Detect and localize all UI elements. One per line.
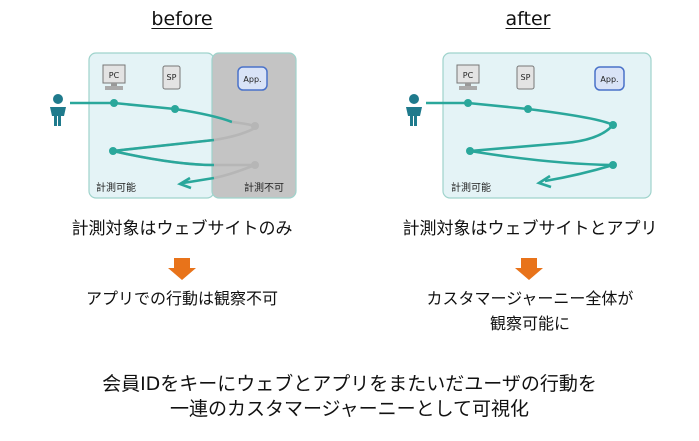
after-heading: after bbox=[505, 8, 551, 30]
before-app-icon: App. bbox=[237, 66, 268, 91]
before-sp-icon: SP bbox=[162, 65, 181, 90]
summary: 会員IDをキーにウェブとアプリをまたいだユーザの行動を 一連のカスタマージャーニ… bbox=[0, 372, 699, 422]
after-touchpoint-pc bbox=[464, 99, 472, 107]
after-result: カスタマージャーニー全体が 観察可能に bbox=[370, 286, 690, 336]
after-user-icon bbox=[406, 94, 422, 126]
summary-line2: 一連のカスタマージャーニーとして可視化 bbox=[169, 398, 530, 420]
after-path-arrowhead bbox=[535, 174, 552, 189]
after-touchpoint-web bbox=[466, 147, 474, 155]
before-app-label: App. bbox=[243, 75, 261, 84]
after-sp-icon: SP bbox=[516, 65, 535, 90]
before-touchpoint-app-2 bbox=[251, 161, 259, 169]
before-touchpoint-app-1 bbox=[251, 122, 259, 130]
before-pc-label: PC bbox=[109, 71, 120, 80]
before-path-web-2 bbox=[112, 149, 215, 167]
before-user-icon bbox=[50, 94, 66, 126]
before-touchpoint-pc bbox=[110, 99, 118, 107]
after-pc-icon: PC bbox=[456, 64, 480, 90]
after-sp-label: SP bbox=[521, 73, 531, 82]
before-sp-label: SP bbox=[167, 73, 177, 82]
before-path-arrowhead bbox=[176, 176, 192, 190]
summary-line1: 会員IDをキーにウェブとアプリをまたいだユーザの行動を bbox=[102, 373, 597, 395]
after-pc-label: PC bbox=[463, 71, 474, 80]
before-path-web-3 bbox=[112, 138, 215, 153]
after-app-label: App. bbox=[600, 75, 618, 84]
before-result: アプリでの行動は観察不可 bbox=[85, 289, 278, 308]
after-result-line2: 観察可能に bbox=[489, 314, 570, 333]
before-not-measurable-label: 計測不可 bbox=[244, 181, 284, 194]
after-app-icon: App. bbox=[594, 66, 625, 91]
after-down-arrow-icon bbox=[515, 258, 543, 280]
after-diagram: PC SP App. 計測可能 bbox=[406, 52, 652, 199]
after-caption: 計測対象はウェブサイトとアプリ bbox=[402, 219, 658, 239]
before-measurable-label: 計測可能 bbox=[96, 181, 136, 194]
after-result-line1: カスタマージャーニー全体が bbox=[426, 289, 634, 308]
after-touchpoint-sp bbox=[524, 105, 532, 113]
before-touchpoint-sp bbox=[171, 105, 179, 113]
after-touchpoint-app-1 bbox=[609, 121, 617, 129]
before-pc-icon: PC bbox=[102, 64, 126, 90]
before-path-web-4 bbox=[182, 176, 215, 185]
before-down-arrow-icon bbox=[168, 258, 196, 280]
before-touchpoint-web bbox=[109, 147, 117, 155]
after-measurable-label: 計測可能 bbox=[451, 181, 491, 194]
after-touchpoint-app-2 bbox=[609, 161, 617, 169]
before-caption: 計測対象はウェブサイトのみ bbox=[71, 219, 293, 239]
before-heading: before bbox=[151, 8, 213, 30]
before-diagram: PC SP App. 計測可能 計測不可 bbox=[50, 52, 297, 199]
